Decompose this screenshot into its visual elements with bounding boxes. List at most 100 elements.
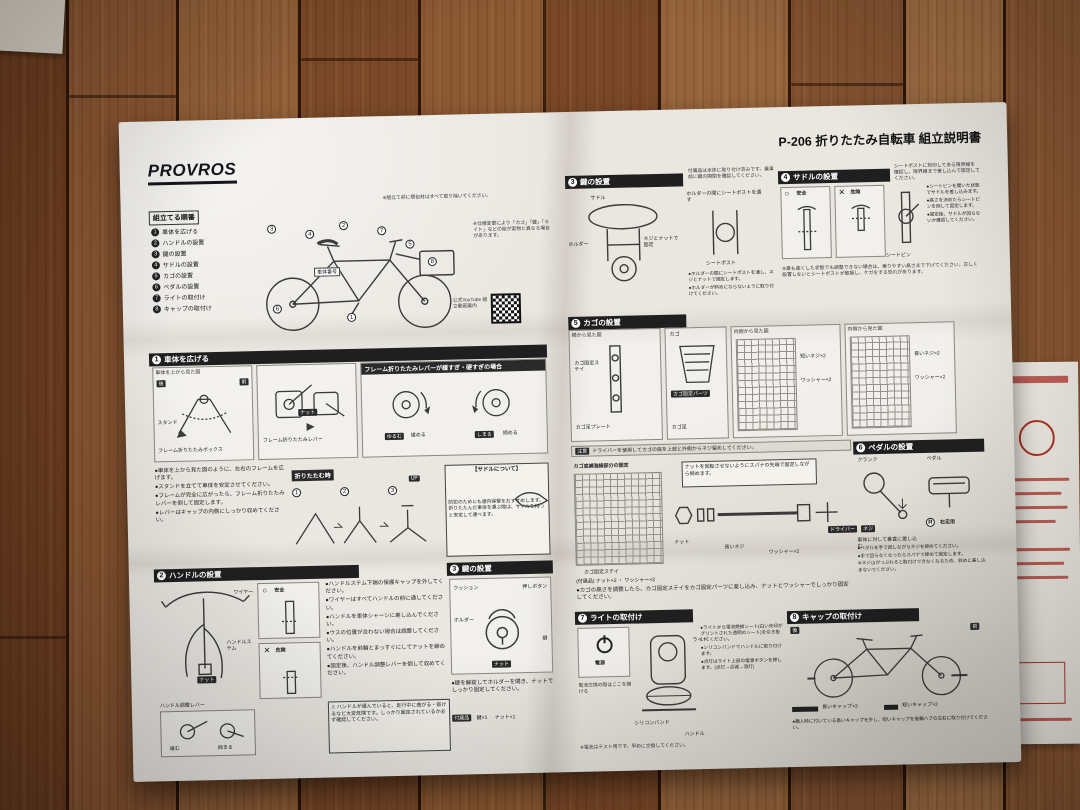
s5-inner-view-panel-1: 内側から見た図 短いネジ×2 ワッシャー×2	[730, 323, 843, 439]
saddle-info-box: 【サドルについて】 防犯のためにも屋内保管をおすすめします。折りたたんだ車体を運…	[444, 462, 551, 557]
bicycle-diagram	[266, 239, 455, 331]
text-line: ●ウスの位置が合わない場合は調整してください。	[326, 628, 440, 645]
fold-time-title: 折りたたむ時	[291, 469, 334, 482]
step-number: 3	[387, 485, 398, 496]
red-text-line	[1012, 561, 1065, 566]
text-line: ●車体を上から見た図のように、左右のフレームを広げます。	[154, 465, 285, 482]
section-6-header: 6 ペダルの設置	[853, 438, 985, 455]
s2-safe-panel: ○ 安全	[257, 581, 321, 640]
order-title: 組立てる順番	[148, 210, 199, 226]
accessories-title: 付属品	[452, 714, 472, 722]
red-text-line	[1011, 477, 1070, 482]
right-foot-label: 右足用	[939, 519, 956, 526]
text-line: ●高さを決めたらシートピンを倒して固定します。	[926, 196, 980, 209]
ok-mark: ○	[262, 585, 268, 596]
section-7-title: ライトの取付け	[589, 612, 643, 623]
section-2-number: 2	[156, 571, 167, 581]
washer-label: ワッシャー×2	[768, 548, 800, 556]
prep-note: ※組立て前に梱包材はすべて取り除いてください。	[382, 193, 492, 202]
qr-code	[490, 293, 522, 324]
safe-label: 安全	[796, 190, 807, 197]
section-3t-title: 鍵の設置	[580, 177, 611, 187]
ng-mark: ✕	[263, 645, 271, 656]
adjust-lever-sketch	[179, 720, 244, 740]
s7-power-panel: 電源	[577, 626, 631, 678]
text-line: ●レバーはキャップの内側にしっかり収めてください。	[155, 507, 280, 524]
red-text-line	[1011, 505, 1068, 510]
s3b-bullets: ●鍵を解錠してホルダーを開き、ナットでしっかり固定してください。	[451, 678, 553, 697]
seat-pin-label: シートピン	[885, 252, 911, 259]
seatpost-ok-sketch	[797, 205, 817, 251]
saddle-lock-sketch	[588, 204, 658, 282]
corner-paper-scrap	[0, 0, 66, 54]
nut-tag: ナット	[298, 408, 318, 417]
section-8-number: 8	[789, 612, 800, 623]
ng-mark: ✕	[838, 187, 846, 197]
order-label: キャップの取付け	[163, 306, 212, 314]
stand-label: スタンド	[157, 419, 178, 427]
text-line: ●シートピンを開いた状態でサドルを差し込みます。	[926, 182, 982, 196]
page-title: P-206 折りたたみ自転車 組立説明書	[778, 130, 982, 150]
s2-bullets: ●ハンドルステム下端の保護キャップを外してください。●ワイヤーはすべてハンドルの…	[325, 579, 449, 680]
bicycle-side-sketch	[807, 634, 968, 698]
order-label: カゴの設置	[163, 273, 194, 281]
s7-bullets: ●ライトから電池絶縁シート(白い矢印がプリントされた透明のシート)を引き抜いてく…	[700, 623, 785, 673]
seatpost-ng-sketch	[851, 204, 871, 232]
wire-label: ワイヤー	[233, 589, 254, 596]
danger-label: 危険	[275, 647, 286, 654]
saddle-info-title: 【サドルについて】	[471, 466, 522, 474]
stem-depth-ng-sketch	[283, 670, 300, 695]
s3b-lock-panel: クッション 押しボタン ホルダー 鍵 ナット	[449, 576, 554, 675]
text-line: ●点灯はライト上部の電源ボタンを押します。(点灯→点滅→消灯)	[700, 657, 782, 671]
s5-bullets: ●カゴの高さを調整したら、カゴ固定ステイをカゴ固定パーツに差し込み、ナットとワッ…	[576, 582, 852, 605]
crank-sketch	[863, 472, 908, 520]
order-number: 6	[152, 282, 161, 291]
section-6-title: ペダルの設置	[868, 442, 914, 453]
basket-grid	[735, 337, 798, 432]
s1-lever-panel: ナット フレーム折りたたみレバー	[256, 362, 359, 461]
section-8-title: キャップの取付け	[801, 611, 863, 622]
s6-bullets: ●ペダルを手で回しながらネジを締めてください。●手で回らなくなったらスパナで締め…	[857, 543, 988, 575]
s7-note: ※電池はテスト用です。早めに交換してください。	[579, 743, 689, 751]
s5-row2-title: カゴ底補強線部分の固定	[573, 462, 629, 470]
red-text-line	[1011, 519, 1056, 524]
section-3b-title: 鍵の設置	[461, 563, 492, 574]
long-screw-label: 長いネジ×2	[914, 350, 940, 358]
crank-label: クランク	[857, 457, 878, 464]
fix-label: ネジとナットで固定	[643, 235, 679, 249]
washer-label: ワッシャー×2	[914, 374, 946, 382]
text-line: ●フレームが完全に広がったら、フレーム折りたたみレバーを倒して固定します。	[155, 490, 285, 508]
fold-box-label: フレーム折りたたみボックス	[158, 446, 223, 455]
parts-tag: カゴ固定パーツ	[670, 389, 710, 398]
through-label: ホルダーの間にシートポストを通す	[686, 189, 762, 204]
tight-tag: しまる	[474, 430, 494, 439]
loosen-label: 緩める	[410, 432, 426, 439]
power-label: 電源	[594, 660, 606, 667]
order-number: 3	[151, 249, 160, 258]
qr-caption: 公式YouTube 組立動画案内	[452, 297, 488, 310]
adjust-lever-panel: 緩む 締まる	[160, 709, 257, 758]
section-7-number: 7	[577, 613, 588, 623]
accessory-item: ナット×1	[494, 714, 516, 721]
section-4-header: 4 サドルの設置	[777, 168, 891, 185]
saddle-sketch	[514, 492, 549, 508]
adjust-lever-label: ハンドル調整レバー	[159, 702, 205, 710]
red-text-line	[1011, 547, 1070, 552]
saddle-label: サドル	[590, 195, 606, 202]
section-3t-header: 3 鍵の設置	[564, 173, 684, 190]
step-number: 2	[339, 487, 350, 497]
short-cap-icon	[884, 704, 899, 710]
section-5-title: カゴの設置	[583, 317, 621, 328]
s5-basket-panel: カゴ カゴ固定パーツ カゴ足	[664, 326, 729, 440]
s4-note: シートポストに刻印してある限界線を確認し、限界線まで差し込んで固定してください。	[893, 162, 980, 183]
tight-label: 締まる	[217, 744, 233, 752]
section-8-header: 8 キャップの取付け	[786, 608, 920, 625]
stem-label: ハンドルステム	[226, 639, 252, 652]
seat-pin-sketch	[898, 191, 920, 244]
red-text-line	[1013, 717, 1072, 722]
screw-tag: ネジ	[860, 525, 876, 533]
